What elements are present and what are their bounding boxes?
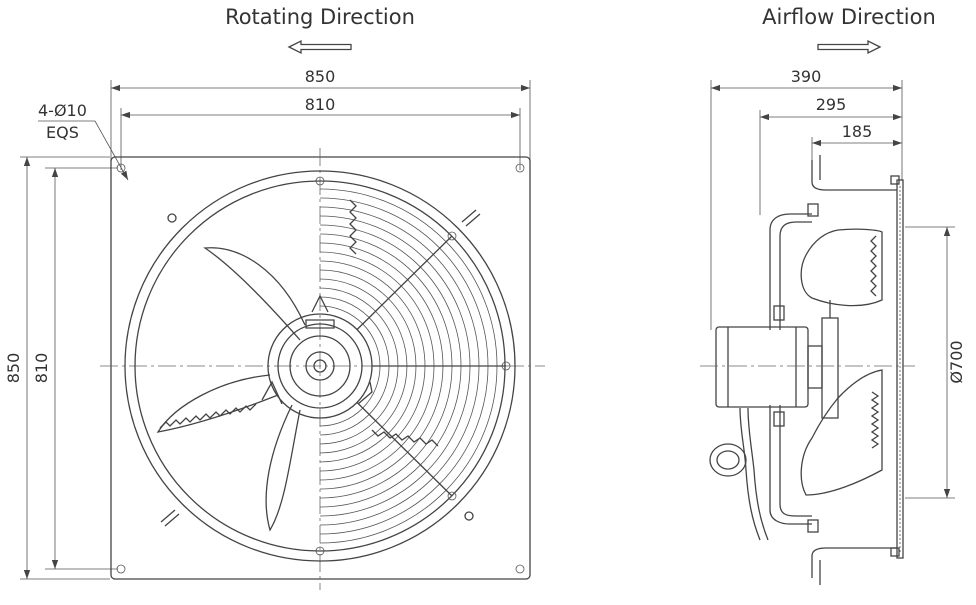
hole-callout: 4-Ø10 EQS [38, 101, 129, 181]
blade-edge [371, 429, 439, 447]
rotation-arrow-icon [287, 39, 352, 55]
holes-note: EQS [46, 123, 79, 142]
side-motor [715, 300, 839, 419]
dim-810-width: 810 [305, 95, 336, 114]
dim-390: 390 [791, 67, 822, 86]
holes-label: 4-Ø10 [38, 101, 87, 120]
side-panel [811, 155, 904, 585]
blade-edge [349, 199, 357, 255]
airflow-arrow-icon [817, 39, 882, 55]
dim-810-height: 810 [32, 353, 51, 384]
dimension-width-inner: 810 [120, 95, 521, 170]
front-view: Rotating Direction 850 810 850 [4, 5, 545, 590]
dimension-depth-short: 185 [811, 122, 902, 160]
fan-blades [156, 247, 306, 532]
dimension-width-outer: 850 [110, 67, 531, 160]
side-view-title: Airflow Direction [762, 5, 936, 29]
dimension-height-outer: 850 [4, 156, 110, 580]
dimension-depth-total: 390 [710, 67, 903, 330]
grille-spoke [356, 235, 453, 331]
mounting-panel [110, 156, 531, 580]
grille-spoke [356, 401, 453, 497]
dimension-height-inner: 810 [32, 167, 118, 570]
guard-grille [319, 188, 506, 544]
dim-185: 185 [842, 122, 873, 141]
dim-850-width: 850 [305, 67, 336, 86]
dim-diameter-700: Ø700 [947, 340, 966, 383]
dimension-diameter: Ø700 [905, 226, 966, 499]
dim-850-height: 850 [4, 353, 23, 384]
side-view: Airflow Direction 390 295 185 Ø700 [700, 5, 966, 585]
dim-295: 295 [816, 95, 847, 114]
cable-loop [709, 407, 769, 541]
motor-hub [261, 294, 373, 419]
side-blades [800, 228, 883, 496]
motor-bracket [769, 203, 819, 533]
front-view-title: Rotating Direction [225, 5, 415, 29]
dimension-depth-mid: 295 [759, 95, 902, 215]
